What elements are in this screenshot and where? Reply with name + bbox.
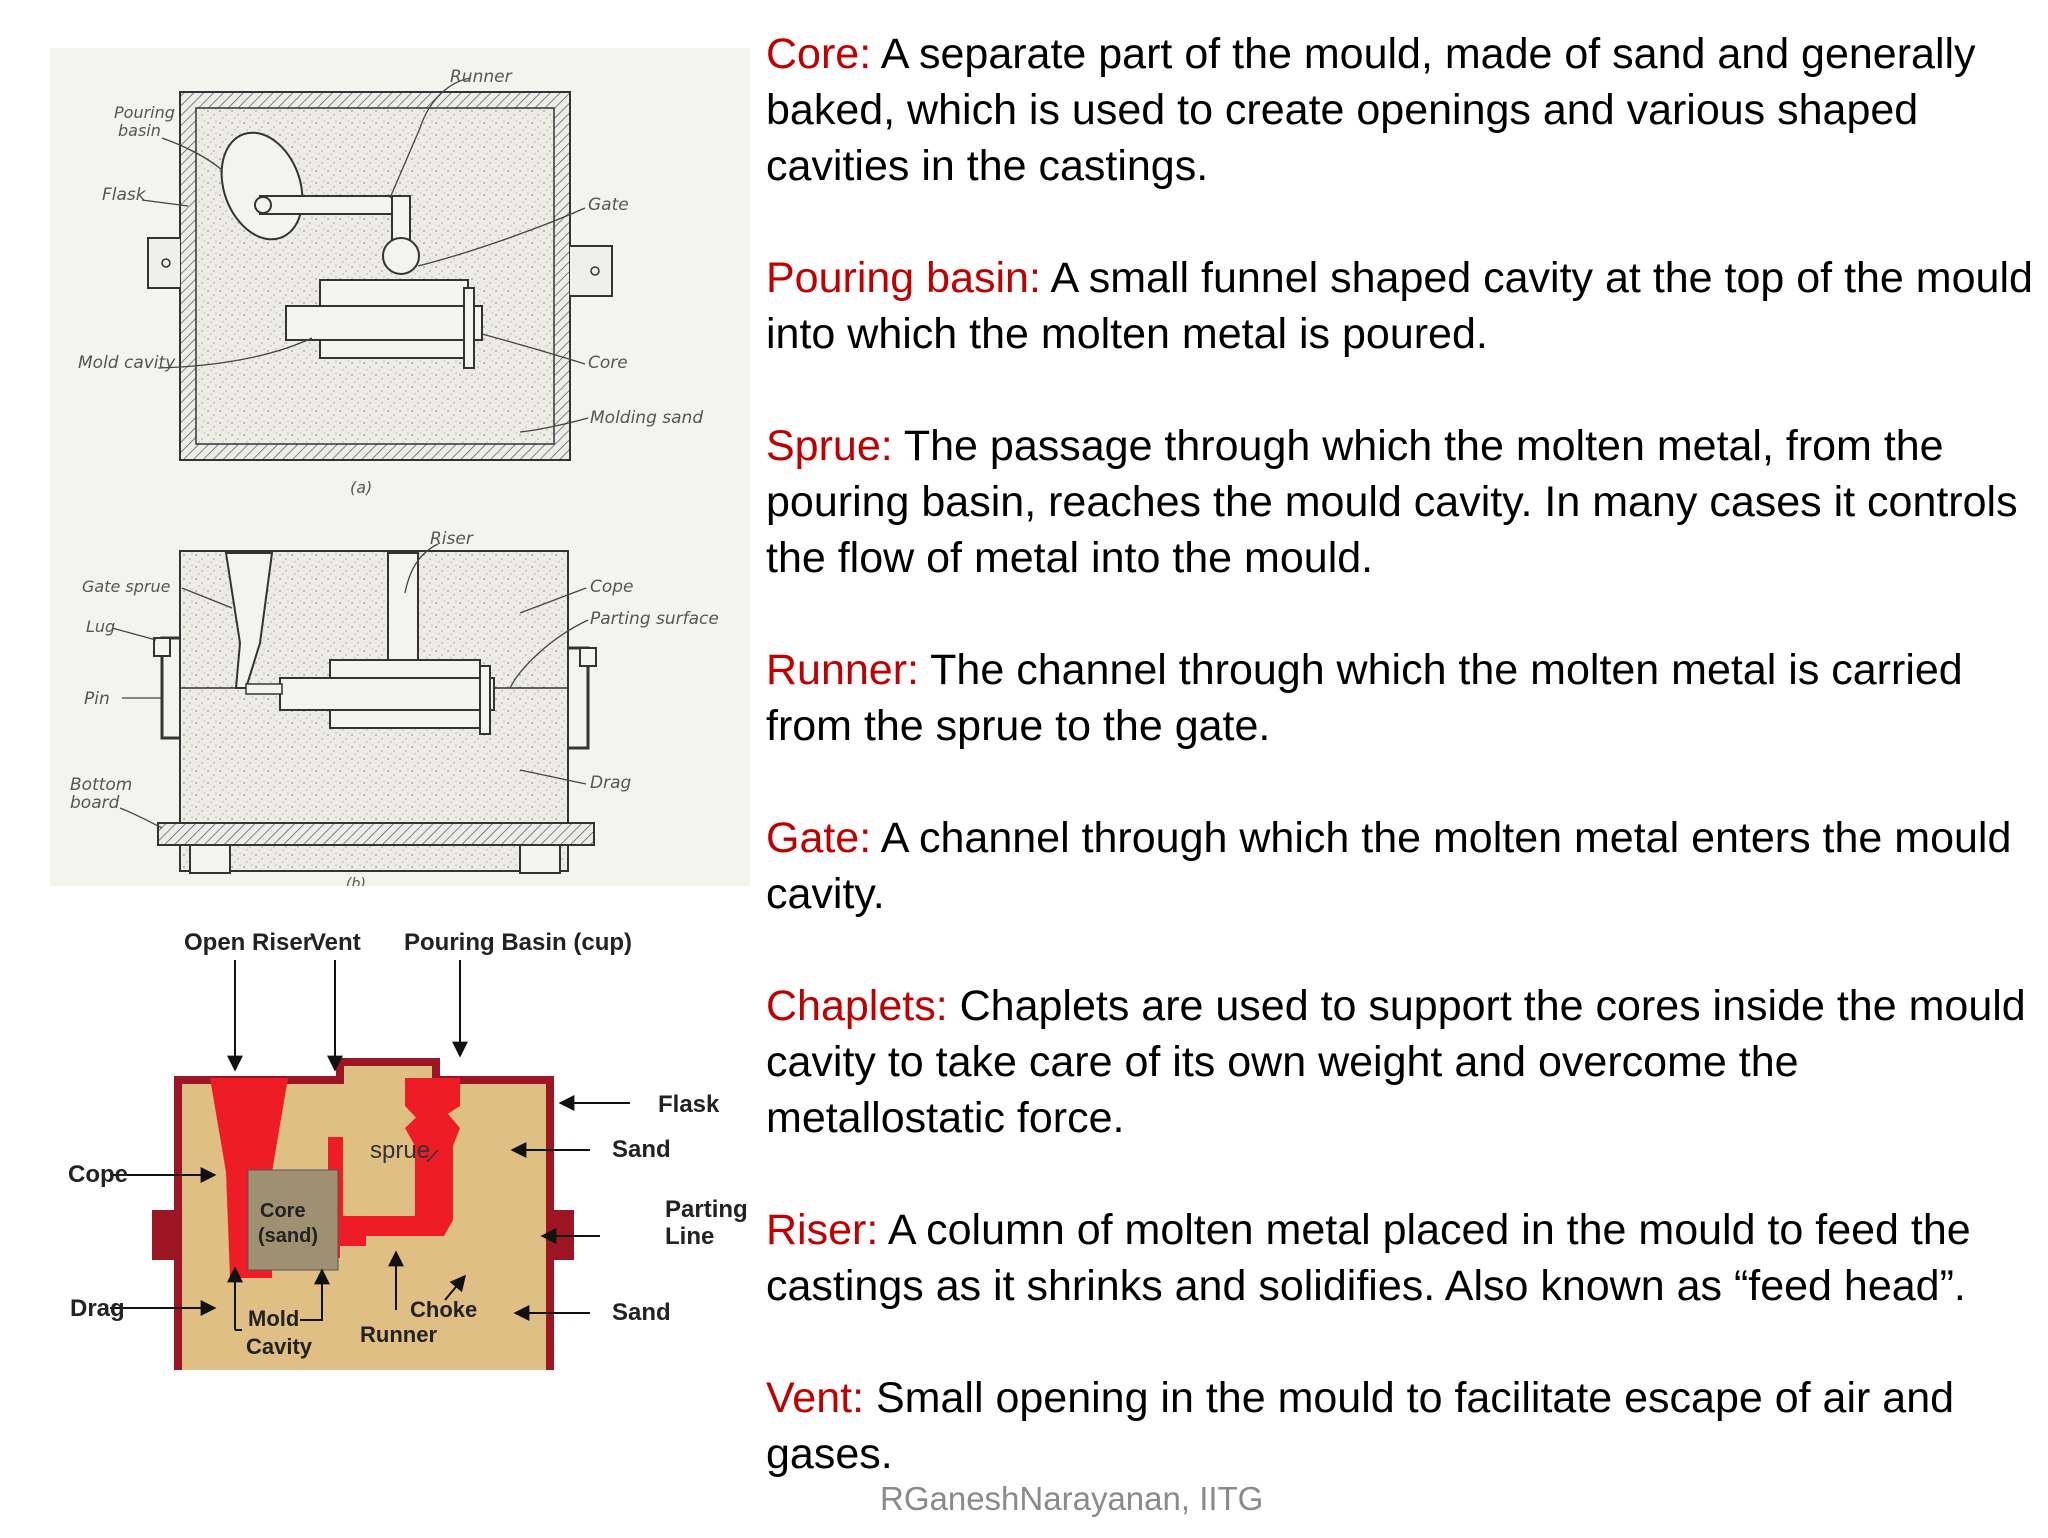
label-riser-b: Riser: [430, 529, 474, 549]
text-gate: A channel through which the molten metal…: [766, 814, 2012, 918]
term-sprue: Sprue:: [766, 422, 893, 470]
label-pouring-basin-a-1: Pouring: [114, 103, 175, 122]
label-pin-b: Pin: [84, 689, 110, 709]
top-view-drawing: [141, 77, 613, 461]
label-parting-2: Line: [665, 1223, 714, 1250]
term-vent: Vent:: [766, 1374, 865, 1422]
text-core: A separate part of the mould, made of sa…: [766, 30, 1976, 190]
label-drag: Drag: [70, 1295, 125, 1322]
label-molding-sand-a: Molding sand: [590, 408, 703, 428]
definition-vent: Vent: Small opening in the mould to faci…: [766, 1370, 2036, 1482]
label-mold-cavity-a: Mold cavity: [78, 353, 176, 373]
text-runner: The channel through which the molten met…: [766, 646, 1963, 750]
term-pouring-basin: Pouring basin:: [766, 254, 1041, 302]
definitions-list: Core: A separate part of the mould, made…: [766, 26, 2036, 1538]
label-flask-a: Flask: [102, 185, 147, 205]
pouring-basin-cup: [405, 1078, 460, 1128]
label-choke: Choke: [410, 1297, 477, 1322]
definition-riser: Riser: A column of molten metal placed i…: [766, 1202, 2036, 1314]
definition-pouring-basin: Pouring basin: A small funnel shaped cav…: [766, 250, 2036, 362]
label-mold-2: Cavity: [246, 1334, 313, 1359]
section-view-drawing: [111, 543, 597, 874]
label-gate-sprue-b: Gate sprue: [82, 577, 171, 596]
label-cope-b: Cope: [590, 577, 634, 597]
label-sand-bottom: Sand: [612, 1299, 671, 1326]
label-lug-b: Lug: [86, 617, 115, 636]
definition-core: Core: A separate part of the mould, made…: [766, 26, 2036, 194]
core-sand: [247, 1169, 339, 1271]
label-gate-a: Gate: [588, 195, 629, 215]
label-core-a: Core: [588, 353, 628, 373]
text-sprue: The passage through which the molten met…: [766, 422, 2018, 582]
label-flask: Flask: [658, 1091, 720, 1118]
definition-sprue: Sprue: The passage through which the mol…: [766, 418, 2036, 586]
text-pouring-basin: A small funnel shaped cavity at the top …: [766, 254, 2033, 358]
caption-a: (a): [350, 478, 372, 497]
label-core-1: Core: [260, 1200, 306, 1222]
label-pouring-basin: Pouring Basin (cup): [404, 929, 632, 956]
label-open-riser: Open Riser: [184, 929, 312, 956]
flask-lug-left: [152, 1210, 178, 1260]
definition-gate: Gate: A channel through which the molten…: [766, 810, 2036, 922]
term-riser: Riser:: [766, 1206, 879, 1254]
label-bottom-board-b-2: board: [70, 793, 120, 813]
text-vent: Small opening in the mould to facilitate…: [766, 1374, 1955, 1478]
label-cope: Cope: [68, 1161, 128, 1188]
label-parting-surface-b: Parting surface: [590, 609, 719, 629]
label-parting-1: Parting: [665, 1196, 748, 1223]
mould-sketch-figure: Runner Pouring basin Flask Gate Mold cav…: [50, 48, 750, 886]
label-drag-b: Drag: [590, 773, 631, 793]
label-core-2: (sand): [258, 1225, 318, 1247]
caption-b: (b): [346, 876, 366, 886]
casting-mould-diagram: Open Riser Vent Pouring Basin (cup) Flas…: [68, 929, 748, 1370]
label-bottom-board-b-1: Bottom: [70, 775, 132, 795]
footer-credit: RGaneshNarayanan, IITG: [880, 1480, 1264, 1517]
text-chaplets: Chaplets are used to support the cores i…: [766, 982, 2026, 1142]
label-runner-a: Runner: [450, 67, 513, 87]
label-vent: Vent: [310, 929, 361, 956]
label-mold-1: Mold: [248, 1306, 299, 1331]
definition-chaplets: Chaplets: Chaplets are used to support t…: [766, 978, 2036, 1146]
definition-runner: Runner: The channel through which the mo…: [766, 642, 2036, 754]
label-sprue: sprue: [370, 1137, 430, 1164]
term-chaplets: Chaplets:: [766, 982, 948, 1030]
text-riser: A column of molten metal placed in the m…: [766, 1206, 1971, 1310]
label-sand-top: Sand: [612, 1136, 671, 1163]
term-gate: Gate:: [766, 814, 872, 862]
term-runner: Runner:: [766, 646, 919, 694]
term-core: Core:: [766, 30, 872, 78]
label-runner: Runner: [360, 1322, 437, 1347]
label-pouring-basin-a-2: basin: [118, 121, 161, 140]
